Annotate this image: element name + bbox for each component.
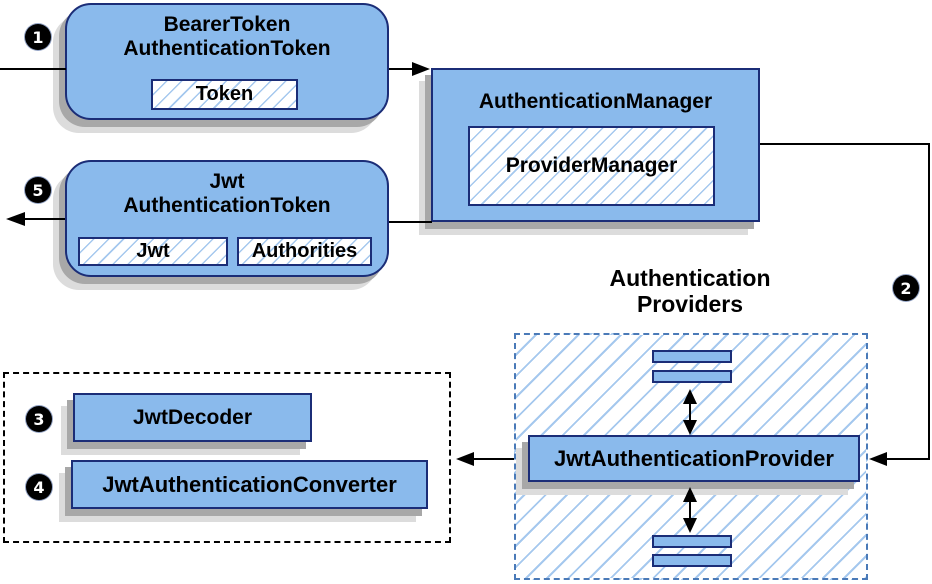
jwt-authentication-token-node: Jwt AuthenticationToken Jwt Authorities: [65, 160, 389, 277]
arrow-bearer-to-manager: [389, 62, 430, 76]
step-1-number: 1: [32, 27, 44, 47]
step-5-number: 5: [32, 180, 44, 200]
jwt-decoder-node: JwtDecoder: [73, 393, 312, 442]
jwt-authentication-provider-label: JwtAuthenticationProvider: [554, 445, 834, 471]
step-3-badge: 3: [26, 406, 52, 432]
token-field-label: Token: [195, 83, 254, 105]
arrow-provider-to-converters: [456, 452, 514, 466]
authentication-providers-label: Authentication Providers: [560, 265, 820, 317]
bearer-token-node-title: BearerToken AuthenticationToken: [67, 5, 387, 61]
authentication-manager-node: AuthenticationManager ProviderManager: [431, 68, 760, 222]
jwt-decoder-label: JwtDecoder: [132, 405, 253, 429]
jwt-authentication-converter-node: JwtAuthenticationConverter: [71, 460, 428, 509]
bearer-token-authentication-token-node: BearerToken AuthenticationToken Token: [65, 3, 389, 120]
authorities-field-label: Authorities: [251, 240, 358, 262]
provider-slot-bar: [652, 535, 732, 548]
arrow-jwt-token-out: [6, 212, 65, 226]
jwt-field-label: Jwt: [136, 240, 170, 262]
jwt-token-node-title: Jwt AuthenticationToken: [67, 162, 387, 218]
provider-slot-bar: [652, 350, 732, 363]
provider-slot-bar: [652, 554, 732, 567]
step-4-number: 4: [33, 477, 45, 497]
provider-manager-label: ProviderManager: [505, 154, 678, 177]
step-2-number: 2: [900, 278, 912, 298]
authentication-manager-title: AuthenticationManager: [433, 70, 758, 114]
step-1-badge: 1: [25, 24, 51, 50]
jwt-token-title-line2: AuthenticationToken: [123, 194, 331, 217]
step-2-badge: 2: [893, 275, 919, 301]
providers-label-line2: Providers: [636, 291, 744, 317]
authentication-manager-title-text: AuthenticationManager: [478, 90, 713, 113]
jwt-authentication-converter-label: JwtAuthenticationConverter: [102, 471, 397, 497]
jwt-field: Jwt: [78, 237, 228, 266]
jwt-authentication-provider-node: JwtAuthenticationProvider: [528, 435, 860, 482]
provider-slot-bar: [652, 370, 732, 383]
step-5-badge: 5: [25, 177, 51, 203]
step-3-number: 3: [33, 409, 45, 429]
step-4-badge: 4: [26, 474, 52, 500]
authorities-field: Authorities: [237, 237, 372, 266]
converters-container: [3, 372, 451, 543]
bearer-token-title-line2: AuthenticationToken: [123, 37, 331, 60]
jwt-token-title-line1: Jwt: [209, 170, 245, 193]
providers-label-line1: Authentication: [609, 265, 771, 291]
bearer-token-title-line1: BearerToken: [163, 13, 291, 36]
token-field: Token: [151, 79, 298, 110]
provider-manager-field: ProviderManager: [468, 126, 715, 206]
